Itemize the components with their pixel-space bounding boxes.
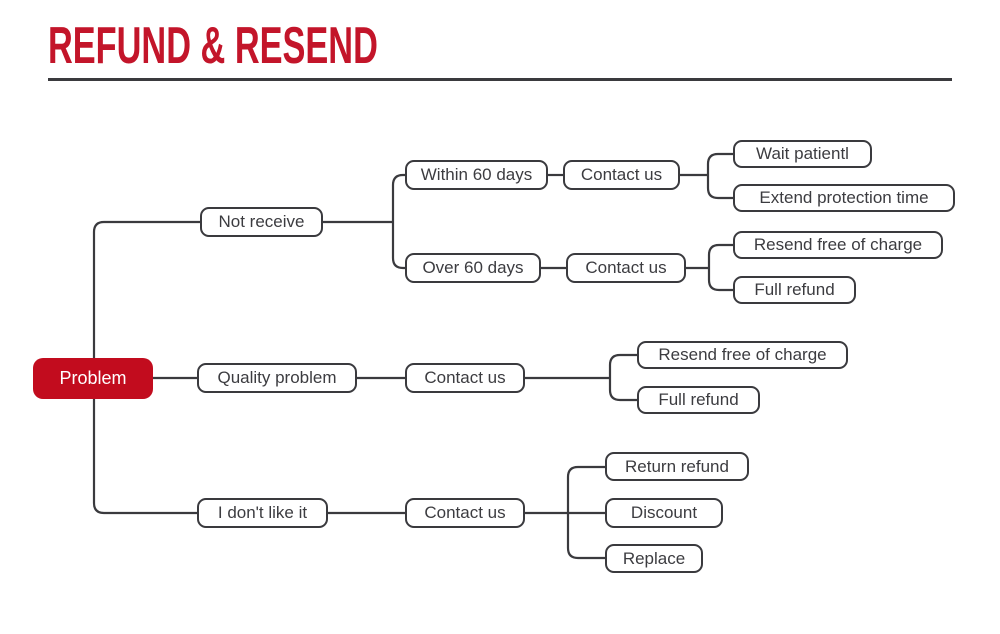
node-i-dont-like-it: I don't like it	[197, 498, 328, 528]
title-underline	[48, 78, 952, 81]
connector-contact3-split-v	[566, 465, 605, 560]
connector-notreceive-split-v	[391, 173, 405, 270]
node-full-refund-1: Full refund	[733, 276, 856, 304]
node-within-60-days: Within 60 days	[405, 160, 548, 190]
node-contact-us-over: Contact us	[566, 253, 686, 283]
node-discount: Discount	[605, 498, 723, 528]
node-extend-protection-time: Extend protection time	[733, 184, 955, 212]
connector-contact2-split-v	[707, 243, 733, 292]
node-wait-patiently: Wait patientl	[733, 140, 872, 168]
node-return-refund: Return refund	[605, 452, 749, 481]
node-problem: Problem	[33, 358, 153, 399]
node-full-refund-2: Full refund	[637, 386, 760, 414]
node-resend-free-of-charge-1: Resend free of charge	[733, 231, 943, 259]
node-replace: Replace	[605, 544, 703, 573]
connector-contactmid-split-v	[608, 353, 637, 402]
node-over-60-days: Over 60 days	[405, 253, 541, 283]
node-resend-free-of-charge-2: Resend free of charge	[637, 341, 848, 369]
page-title: REFUND & RESEND	[48, 17, 378, 75]
node-contact-us-dontlike: Contact us	[405, 498, 525, 528]
connector-contact1-split-v	[706, 152, 733, 200]
node-contact-us-within: Contact us	[563, 160, 680, 190]
node-contact-us-quality: Contact us	[405, 363, 525, 393]
node-quality-problem: Quality problem	[197, 363, 357, 393]
node-not-receive: Not receive	[200, 207, 323, 237]
